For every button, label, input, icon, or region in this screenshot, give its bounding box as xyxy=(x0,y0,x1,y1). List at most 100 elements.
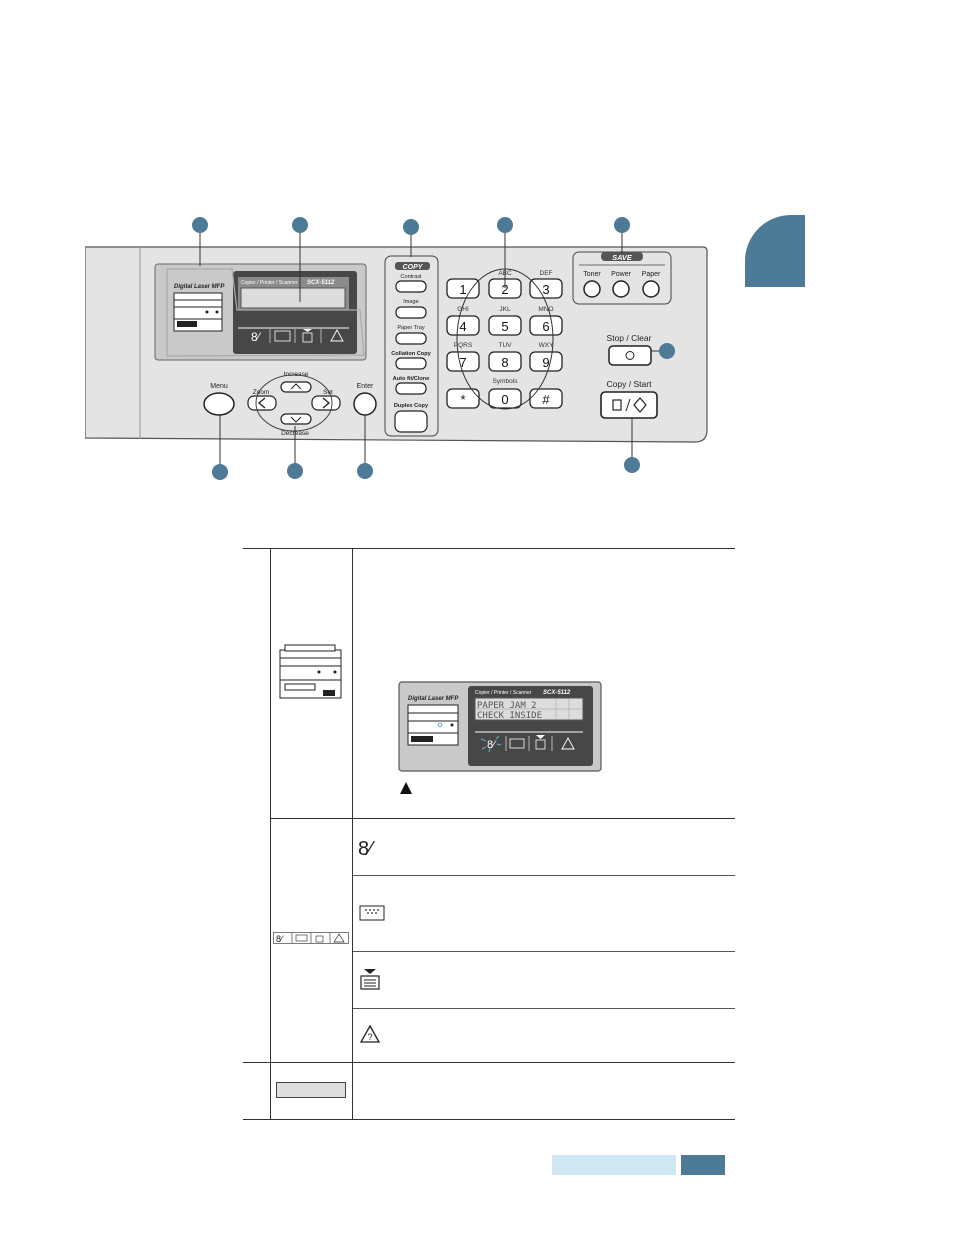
toner-save-label: Toner xyxy=(583,271,601,278)
key-1[interactable] xyxy=(446,278,480,299)
toner-icon xyxy=(274,330,291,342)
key-3-digit: 3 xyxy=(542,282,549,297)
key-2-digit: 2 xyxy=(501,282,508,297)
key-0-letters: Symbols xyxy=(493,378,519,385)
duplex-copy-button[interactable] xyxy=(394,410,428,433)
key-8-digit: 8 xyxy=(501,355,508,370)
paper-empty-icon xyxy=(360,969,380,990)
key-6[interactable] xyxy=(529,315,563,336)
key-hash-digit: # xyxy=(542,392,550,407)
paper-icon xyxy=(302,329,313,343)
key-9[interactable] xyxy=(529,351,563,372)
key-7[interactable] xyxy=(446,351,480,372)
control-panel-illustration: Copier / Printer / Scanner SCX-5112 Digi… xyxy=(85,217,708,480)
zoom-label: Zoom xyxy=(253,389,270,396)
right-arrow-icon xyxy=(322,397,331,409)
key-8[interactable] xyxy=(488,351,522,372)
paper-save-label: Paper xyxy=(642,271,661,278)
footer-bar-light xyxy=(552,1155,676,1175)
chapter-tab xyxy=(745,215,805,287)
display-module: Copier / Printer / Scanner SCX-5112 Digi… xyxy=(154,263,367,361)
footer-bar-dark xyxy=(681,1155,725,1175)
callout-2 xyxy=(292,217,308,233)
key-0[interactable] xyxy=(488,388,522,409)
decrease-button[interactable] xyxy=(280,413,312,425)
callout-6 xyxy=(659,343,675,359)
power-save-button[interactable] xyxy=(612,280,630,298)
key-7-digit: 7 xyxy=(459,355,466,370)
toner-save-button[interactable] xyxy=(583,280,601,298)
lcd-line-2: CHECK INSIDE xyxy=(477,711,542,721)
collation-copy-label: Collation Copy xyxy=(391,351,431,357)
zoom-left-button[interactable] xyxy=(247,395,277,411)
display-subtitle: Copier / Printer / Scanner xyxy=(241,280,298,286)
image-label: Image xyxy=(403,299,419,305)
lcd-example-panel: Digital Laser MFP Copier / Printer / Sca… xyxy=(398,681,602,772)
svg-text:?: ? xyxy=(367,1032,372,1042)
copy-start-label: Copy / Start xyxy=(607,379,653,389)
power-save-label: Power xyxy=(611,271,632,278)
key-4[interactable] xyxy=(446,315,480,336)
callout-markers xyxy=(192,217,675,480)
paper-tray-button[interactable] xyxy=(395,332,427,345)
callout-3 xyxy=(403,219,419,235)
enter-button[interactable] xyxy=(353,392,377,416)
lcd-example-model: SCX-5112 xyxy=(543,690,571,696)
lcd-paper-icon xyxy=(535,735,546,750)
key-1-digit: 1 xyxy=(459,282,466,297)
left-arrow-icon xyxy=(257,397,266,409)
status-icon-strip: 8⁄ xyxy=(273,932,349,944)
save-header: SAVE xyxy=(612,253,633,262)
callout-8 xyxy=(212,464,228,480)
key-8-letters: TUV xyxy=(499,342,513,349)
increase-button[interactable] xyxy=(280,381,312,393)
key-9-letters: WXY xyxy=(539,342,554,349)
enter-label: Enter xyxy=(357,383,374,390)
down-arrow-icon xyxy=(290,416,302,423)
key-4-letters: GHI xyxy=(457,306,469,313)
key-star-digit: * xyxy=(460,392,465,407)
strip-warning-icon xyxy=(333,933,345,943)
lcd-example-subtitle: Copier / Printer / Scanner xyxy=(475,690,532,696)
copy-start-icon xyxy=(612,397,647,413)
lcd-warning-icon xyxy=(561,737,575,750)
blink-rays xyxy=(480,735,502,753)
auto-fit-clone-button[interactable] xyxy=(395,382,427,395)
stop-clear-button[interactable] xyxy=(608,345,652,366)
key-5-digit: 5 xyxy=(501,319,508,334)
key-9-digit: 9 xyxy=(542,355,549,370)
paper-save-button[interactable] xyxy=(642,280,660,298)
triangle-pointer-icon xyxy=(400,782,412,794)
menu-button[interactable] xyxy=(203,392,235,416)
key-4-digit: 4 xyxy=(459,319,466,334)
contrast-label: Contrast xyxy=(400,274,422,280)
key-0-digit: 0 xyxy=(501,392,508,407)
set-right-button[interactable] xyxy=(311,395,341,411)
callout-1 xyxy=(192,217,208,233)
contrast-button[interactable] xyxy=(395,280,427,293)
key-5[interactable] xyxy=(488,315,522,336)
strip-toner-icon xyxy=(295,934,308,942)
lcd-example-logo: Digital Laser MFP xyxy=(408,696,459,702)
key-3[interactable] xyxy=(529,278,563,299)
display-model: SCX-5112 xyxy=(307,280,335,286)
warning-icon xyxy=(330,329,344,342)
paper-tray-label: Paper Tray xyxy=(397,325,425,331)
callout-5 xyxy=(614,217,630,233)
lcd-toner-icon xyxy=(509,738,525,749)
stop-clear-label: Stop / Clear xyxy=(607,333,652,343)
duplex-copy-label: Duplex Copy xyxy=(394,403,429,409)
set-label: Set xyxy=(323,389,333,396)
collation-copy-button[interactable] xyxy=(395,357,427,370)
lcd-line-1: PAPER JAM 2 xyxy=(477,701,537,711)
stop-icon xyxy=(625,351,635,360)
feature-table: Digital Laser MFP Copier / Printer / Sca… xyxy=(243,548,735,1120)
key-5-letters: JKL xyxy=(499,306,511,313)
auto-fit-clone-label: Auto fit/Clone xyxy=(393,376,430,382)
toner-low-icon xyxy=(359,905,385,921)
number-keypad xyxy=(446,278,563,409)
save-button-group: SAVE xyxy=(572,251,672,305)
callout-4 xyxy=(497,217,513,233)
copy-start-button[interactable] xyxy=(600,391,658,419)
image-button[interactable] xyxy=(395,306,427,319)
